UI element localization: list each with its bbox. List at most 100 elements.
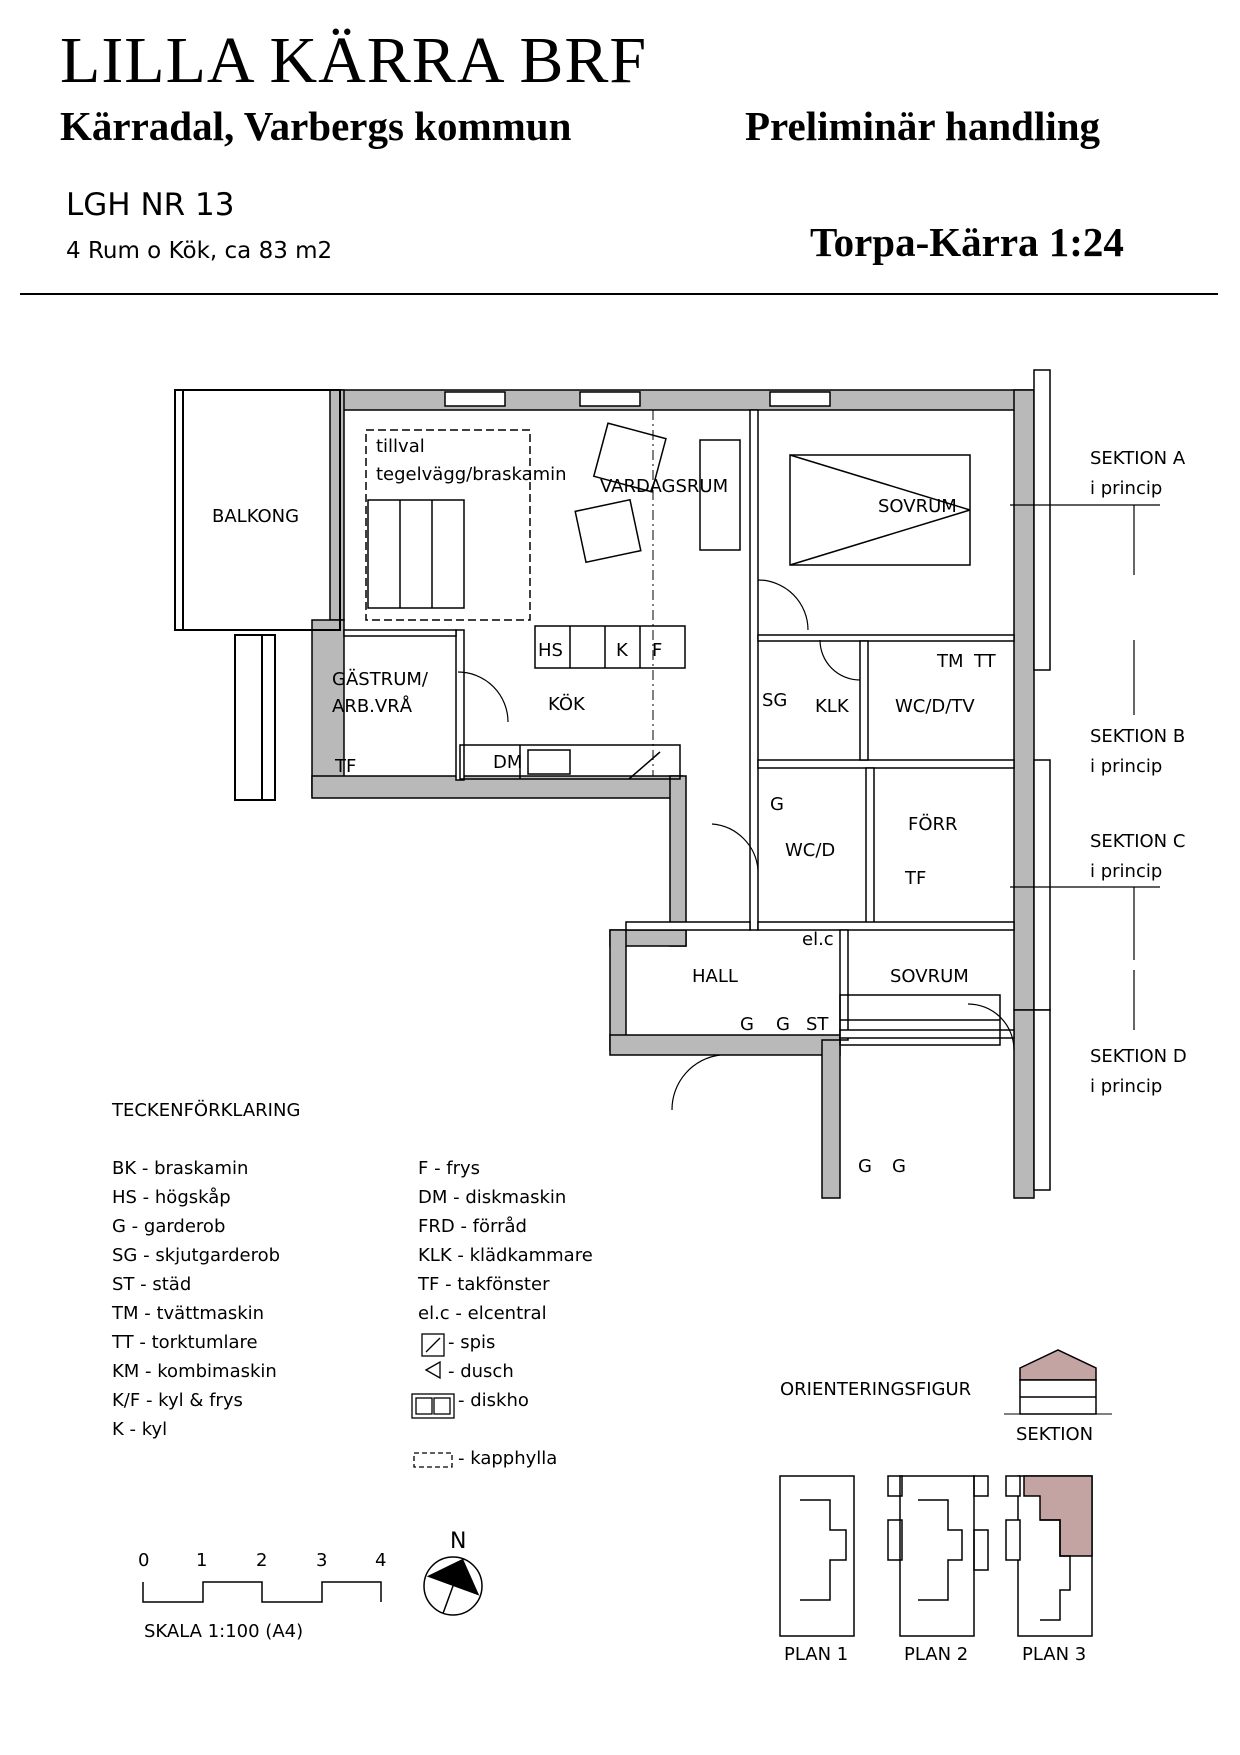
plan-2-icon <box>887 1475 989 1637</box>
label-elc: el.c <box>802 929 834 950</box>
legend-item: FRD - förråd <box>418 1216 527 1237</box>
orientation-figure: ORIENTERINGSFIGUR SEKTION <box>779 1349 1112 1665</box>
windows <box>444 369 1051 1191</box>
label-sg: SG <box>762 690 787 711</box>
legend-item: KLK - klädkammare <box>418 1245 593 1266</box>
plan-2-label: PLAN 2 <box>904 1644 968 1665</box>
section-icon-label: SEKTION <box>1016 1424 1093 1445</box>
legend-item: SG - skjutgarderob <box>112 1245 280 1266</box>
section-markers <box>1010 504 1160 1030</box>
door-swings <box>457 579 1015 1111</box>
room-label-forr: FÖRR <box>908 813 958 835</box>
room-label-gastrum: GÄSTRUM/ <box>332 669 429 690</box>
orientation-title: ORIENTERINGSFIGUR <box>780 1379 971 1400</box>
legend-item: TT - torktumlare <box>111 1332 258 1353</box>
section-c-title: SEKTION C <box>1090 831 1185 852</box>
label-g-sovrum-2: G <box>892 1156 906 1177</box>
label-g-wc: G <box>770 794 784 815</box>
apartment-number: LGH NR 13 <box>66 187 235 223</box>
kitchen-benches <box>459 625 686 780</box>
scale-label: SKALA 1:100 (A4) <box>144 1621 303 1642</box>
plan-1-label: PLAN 1 <box>784 1644 848 1665</box>
tf-label-1: TF <box>334 756 356 777</box>
room-label-kok: KÖK <box>548 693 586 715</box>
room-label-wcdtv: WC/D/TV <box>895 696 975 717</box>
legend-item: el.c - elcentral <box>418 1303 547 1324</box>
legend-dusch: - dusch <box>448 1361 514 1382</box>
legend-spis: - spis <box>448 1332 495 1353</box>
plan-1-icon <box>779 1475 855 1637</box>
balcony <box>174 389 341 801</box>
label-dm: DM <box>493 752 522 773</box>
section-a-title: SEKTION A <box>1090 448 1186 469</box>
apartment-description: 4 Rum o Kök, ca 83 m2 <box>66 238 333 264</box>
kapphylla-symbol <box>413 1452 453 1468</box>
project-location: Kärradal, Varbergs kommun <box>60 103 572 149</box>
room-label-klk: KLK <box>815 696 850 717</box>
legend-item: K - kyl <box>112 1419 167 1440</box>
label-tm: TM <box>936 651 964 672</box>
room-label-sovrum-1: SOVRUM <box>878 496 957 517</box>
room-label-vardagsrum: VARDAGSRUM <box>600 476 728 497</box>
section-b-sub: i princip <box>1090 756 1162 777</box>
legend-diskho: - diskho <box>458 1390 529 1411</box>
dusch-symbol <box>424 1360 441 1380</box>
scale-tick-label: 1 <box>196 1550 207 1571</box>
label-hs: HS <box>538 640 563 661</box>
north-arrow: N <box>423 1529 483 1616</box>
legend-title: TECKENFÖRKLARING <box>111 1099 300 1121</box>
tillval-label-2: tegelvägg/braskamin <box>376 464 567 485</box>
section-d-sub: i princip <box>1090 1076 1162 1097</box>
room-label-wcd: WC/D <box>785 840 835 861</box>
section-c-sub: i princip <box>1090 861 1162 882</box>
diskho-symbol <box>411 1393 455 1419</box>
scale-tick-label: 2 <box>256 1550 267 1571</box>
label-f: F <box>652 640 662 661</box>
legend-item: BK - braskamin <box>112 1158 248 1179</box>
document-status: Preliminär handling <box>745 103 1101 149</box>
legend-item: TM - tvättmaskin <box>111 1303 264 1324</box>
section-icon: SEKTION <box>1004 1349 1112 1445</box>
legend-item: DM - diskmaskin <box>418 1187 566 1208</box>
legend-item: KM - kombimaskin <box>112 1361 277 1382</box>
legend-item: K/F - kyl & frys <box>112 1390 243 1411</box>
legend-kapphylla: - kapphylla <box>458 1448 557 1469</box>
scale-tick-label: 4 <box>375 1550 386 1571</box>
project-title: LILLA KÄRRA BRF <box>60 24 648 97</box>
label-tt: TT <box>973 651 997 672</box>
tillval-outline <box>365 429 531 621</box>
label-st: ST <box>806 1014 829 1035</box>
label-g-hall-1: G <box>740 1014 754 1035</box>
scale-bar: 0 1 2 3 4 SKALA 1:100 (A4) <box>138 1550 386 1642</box>
label-k: K <box>616 640 629 661</box>
label-g-hall-2: G <box>776 1014 790 1035</box>
furniture <box>367 422 1001 1046</box>
legend: TECKENFÖRKLARING BK - braskamin HS - hög… <box>111 1099 593 1469</box>
interior-walls <box>343 409 1015 1041</box>
spis-symbol <box>421 1333 445 1357</box>
room-label-sovrum-2: SOVRUM <box>890 966 969 987</box>
legend-item: G - garderob <box>112 1216 225 1237</box>
plan-3-label: PLAN 3 <box>1022 1644 1086 1665</box>
section-b-title: SEKTION B <box>1090 726 1185 747</box>
legend-item: ST - städ <box>112 1274 191 1295</box>
plan-3-icon <box>1005 1475 1093 1637</box>
legend-item: HS - högskåp <box>112 1187 231 1208</box>
room-label-arbvra: ARB.VRÅ <box>332 695 413 717</box>
legend-item: F - frys <box>418 1158 480 1179</box>
room-label-hall: HALL <box>692 966 738 987</box>
scale-tick-label: 0 <box>138 1550 149 1571</box>
header-divider <box>20 293 1218 295</box>
room-label-balkong: BALKONG <box>212 506 299 527</box>
tillval-label: tillval <box>376 436 425 457</box>
exterior-walls <box>311 389 1035 1199</box>
property-designation: Torpa-Kärra 1:24 <box>810 219 1124 265</box>
section-d-title: SEKTION D <box>1090 1046 1187 1067</box>
north-label: N <box>450 1529 466 1554</box>
legend-item: TF - takfönster <box>417 1274 550 1295</box>
scale-tick-label: 3 <box>316 1550 327 1571</box>
section-a-sub: i princip <box>1090 478 1162 499</box>
tf-label-2: TF <box>904 868 926 889</box>
label-g-sovrum-1: G <box>858 1156 872 1177</box>
